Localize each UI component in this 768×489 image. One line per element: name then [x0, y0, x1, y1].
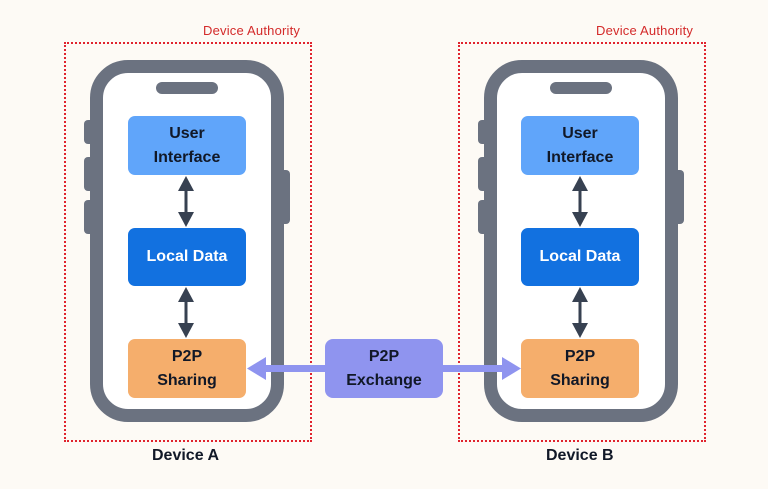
p2p-exchange: P2P Exchange — [325, 339, 443, 398]
device-a-user-interface: User Interface — [128, 116, 246, 175]
device-a-label: Device A — [152, 447, 219, 464]
device-b-side-button-3 — [478, 200, 488, 234]
device-b-data-p2p-arrow — [572, 287, 588, 338]
device-b-notch — [550, 82, 612, 94]
device-a-side-button-2 — [84, 157, 94, 191]
device-b-authority-label: Device Authority — [596, 23, 694, 38]
device-b-authority-boundary — [458, 42, 706, 442]
device-a-authority-boundary — [64, 42, 312, 442]
device-a-p2p-sharing: P2P Sharing — [128, 339, 246, 398]
device-a-side-button-right — [280, 170, 290, 224]
device-a-local-data: Local Data — [128, 228, 246, 286]
device-a-side-button-3 — [84, 200, 94, 234]
exchange-to-device-b-arrow — [440, 357, 521, 380]
device-a-authority-label: Device Authority — [203, 23, 301, 38]
device-b-p2p-sharing: P2P Sharing — [521, 339, 639, 398]
device-b-side-button-1 — [478, 120, 488, 144]
device-a-ui-data-arrow — [178, 176, 194, 227]
device-a-side-button-1 — [84, 120, 94, 144]
device-a-notch — [156, 82, 218, 94]
device-b-ui-data-arrow — [572, 176, 588, 227]
device-a-data-p2p-arrow — [178, 287, 194, 338]
device-b-user-interface: User Interface — [521, 116, 639, 175]
device-b-side-button-right — [674, 170, 684, 224]
device-b-local-data: Local Data — [521, 228, 639, 286]
device-b-side-button-2 — [478, 157, 488, 191]
device-b-label: Device B — [546, 447, 614, 464]
exchange-to-device-a-arrow — [247, 357, 328, 380]
